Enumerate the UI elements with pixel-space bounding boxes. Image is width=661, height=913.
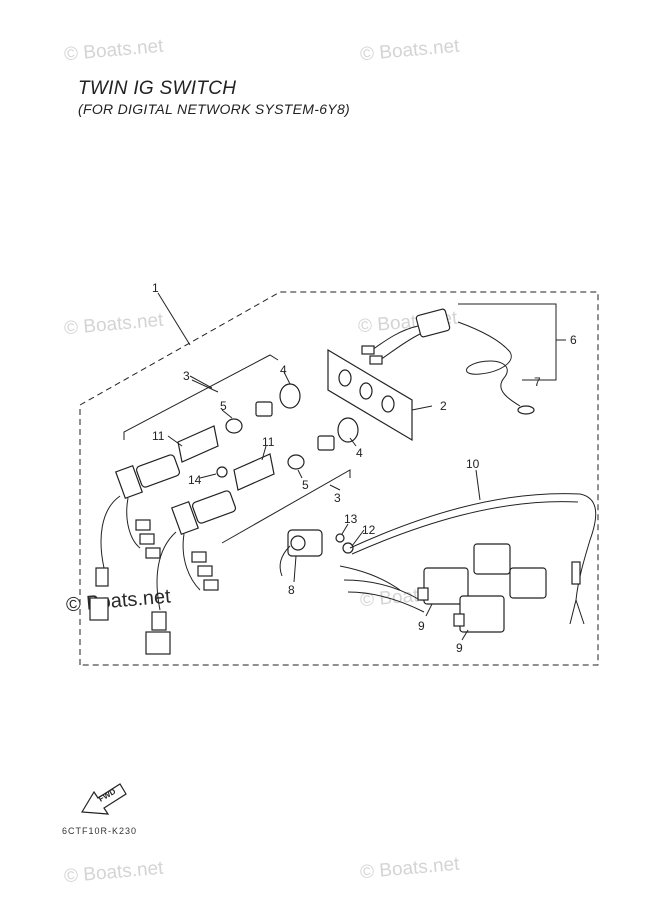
callout-number: 5 (220, 399, 227, 413)
screw (342, 542, 354, 554)
callout-number: 2 (440, 399, 447, 413)
diagram-code: 6CTF10R-K230 (62, 826, 138, 836)
callout-number: 9 (456, 641, 463, 655)
leader-line (157, 292, 191, 346)
callout-number: 7 (534, 375, 541, 389)
fwd-arrow-icon: FWD (80, 783, 127, 815)
callout-number: 8 (288, 583, 295, 597)
key-switch (145, 490, 237, 655)
callout-number: 3 (183, 369, 190, 383)
emergency-stop-switch (361, 308, 451, 365)
callout-number: 13 (344, 512, 358, 526)
callout-number: 11 (152, 429, 165, 443)
washer (216, 466, 228, 478)
callout-number: 5 (302, 478, 309, 492)
washer (335, 533, 345, 543)
relay (417, 567, 469, 605)
callout-number: 12 (362, 523, 376, 537)
group-bracket (221, 469, 351, 544)
key-switch (89, 454, 181, 621)
group-bracket (458, 303, 557, 381)
page-subtitle: (FOR DIGITAL NETWORK SYSTEM-6Y8) (78, 101, 350, 117)
connector (473, 543, 511, 575)
lanyard-cord (457, 321, 535, 415)
bracket-plate (177, 425, 219, 463)
key-tag (255, 401, 273, 417)
callout-number: 10 (466, 457, 480, 471)
relay (453, 595, 505, 633)
key-tag (317, 435, 335, 451)
callout-number: 4 (280, 363, 287, 377)
connector (509, 567, 547, 599)
callout-number: 3 (334, 491, 341, 505)
switch-panel (327, 348, 433, 442)
buzzer (279, 529, 323, 577)
switch-cap (279, 383, 301, 409)
callout-number: 4 (356, 446, 363, 460)
bracket-plate (233, 453, 275, 491)
callout-number: 1 (152, 281, 159, 295)
switch-cap (337, 417, 359, 443)
callout-number: 9 (418, 619, 425, 633)
wire-harness (339, 493, 597, 625)
group-bracket (123, 354, 279, 440)
callout-number: 11 (262, 435, 275, 449)
nut (287, 454, 305, 470)
callout-number: 6 (570, 333, 577, 347)
page-title: TWIN IG SWITCH (78, 78, 237, 99)
nut (225, 418, 243, 434)
callout-number: 14 (188, 473, 202, 487)
